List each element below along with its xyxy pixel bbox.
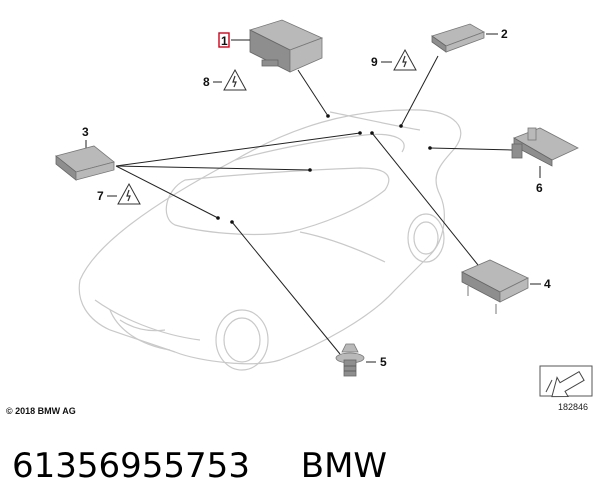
- part-1-control-unit: [248, 19, 324, 73]
- part-caption: 61356955753 BMW: [12, 436, 592, 496]
- callout-6: 6: [536, 181, 543, 195]
- callout-7: 7: [97, 189, 104, 203]
- brand-name: BMW: [300, 446, 388, 486]
- part-5-clip: [335, 343, 365, 377]
- copyright-text: © 2018 BMW AG: [6, 406, 76, 416]
- leader-lines: [115, 55, 513, 355]
- callout-4: 4: [544, 277, 551, 291]
- callout-1: 1: [221, 34, 228, 48]
- warning-triangle-icon: [223, 68, 247, 91]
- callout-2: 2: [501, 27, 508, 41]
- callout-1-highlight: [218, 32, 230, 48]
- part-2-sensor-module: [431, 23, 485, 53]
- warning-triangle-icon: [393, 48, 417, 71]
- part-6-bracket: [511, 127, 579, 167]
- callout-8: 8: [203, 75, 210, 89]
- callout-3: 3: [82, 125, 89, 139]
- leader-dots: [216, 114, 432, 224]
- diagram-number: 182846: [558, 402, 588, 412]
- part-number: 61356955753: [12, 446, 250, 486]
- parts-diagram: 1 8 2 9 3 7 6: [6, 19, 593, 416]
- corner-arrow-icon: [539, 365, 593, 398]
- part-4-mounting-bracket: [461, 259, 529, 314]
- callout-5: 5: [380, 355, 387, 369]
- callout-9: 9: [371, 55, 378, 69]
- part-3-sensor-module: [55, 145, 115, 181]
- warning-triangle-icon: [117, 182, 141, 205]
- car-outline: [78, 109, 462, 371]
